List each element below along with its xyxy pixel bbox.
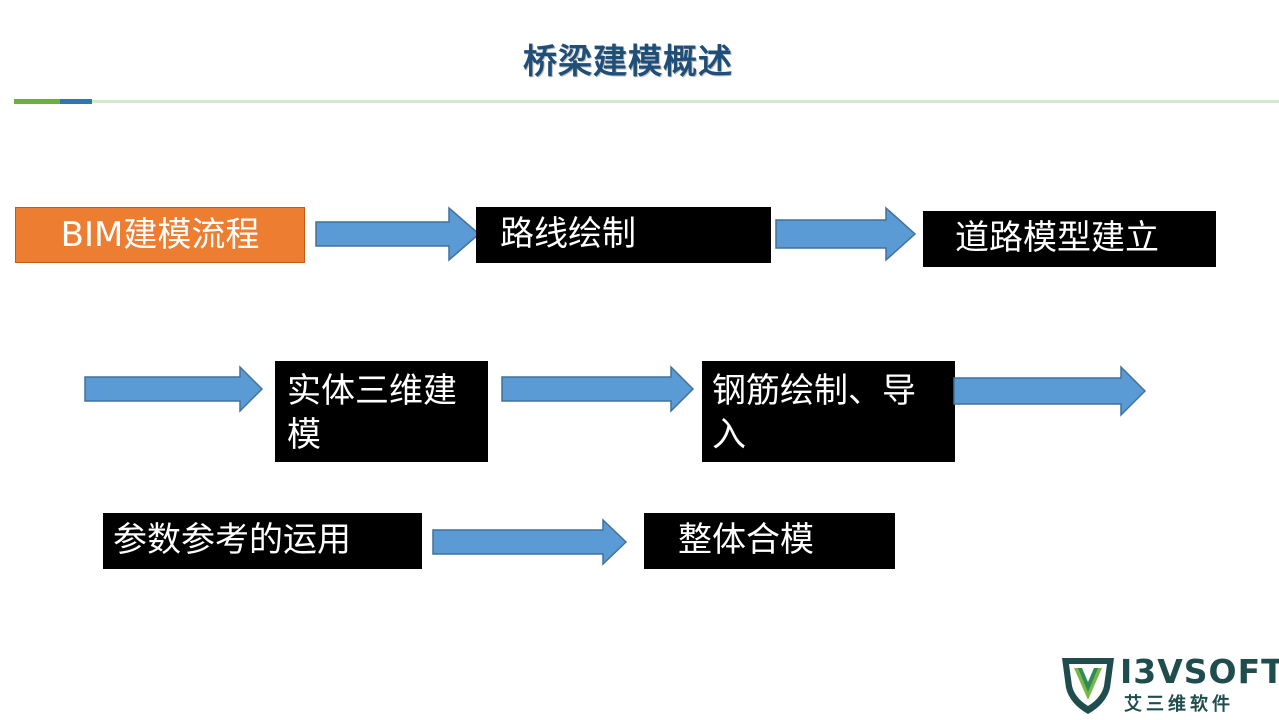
node-label: BIM建模流程 — [60, 215, 260, 255]
node-label: 实体三维建模 — [287, 371, 457, 455]
shield-logo-icon — [1062, 658, 1114, 714]
logo-brand: I3VSOFT — [1120, 652, 1279, 691]
node-label: 路线绘制 — [500, 214, 636, 254]
node-bim-flow: BIM建模流程 — [15, 207, 305, 263]
slide-title: 桥梁建模概述 — [523, 42, 733, 82]
title-underline-green — [14, 99, 60, 104]
arrow-6 — [432, 518, 628, 566]
arrow-3 — [84, 365, 264, 413]
title-underline-light — [92, 100, 1279, 103]
node-label: 整体合模 — [678, 520, 814, 560]
node-solid-3d: 实体三维建模 — [275, 361, 488, 462]
node-rebar: 钢筋绘制、导入 — [702, 361, 955, 462]
arrow-2 — [775, 206, 917, 262]
title-underline-blue — [60, 99, 92, 104]
arrow-1 — [315, 206, 481, 262]
node-label: 道路模型建立 — [955, 218, 1159, 258]
logo-subtitle: 艾三维软件 — [1124, 694, 1234, 715]
arrow-4 — [501, 365, 695, 413]
node-road-model: 道路模型建立 — [923, 211, 1216, 267]
node-parameter: 参数参考的运用 — [103, 513, 422, 569]
node-merge: 整体合模 — [644, 513, 895, 569]
node-route: 路线绘制 — [476, 207, 771, 263]
arrow-5 — [953, 365, 1147, 417]
company-logo: I3VSOFT 艾三维软件 — [1058, 652, 1279, 718]
node-label: 参数参考的运用 — [113, 520, 351, 560]
node-label: 钢筋绘制、导入 — [712, 371, 916, 455]
